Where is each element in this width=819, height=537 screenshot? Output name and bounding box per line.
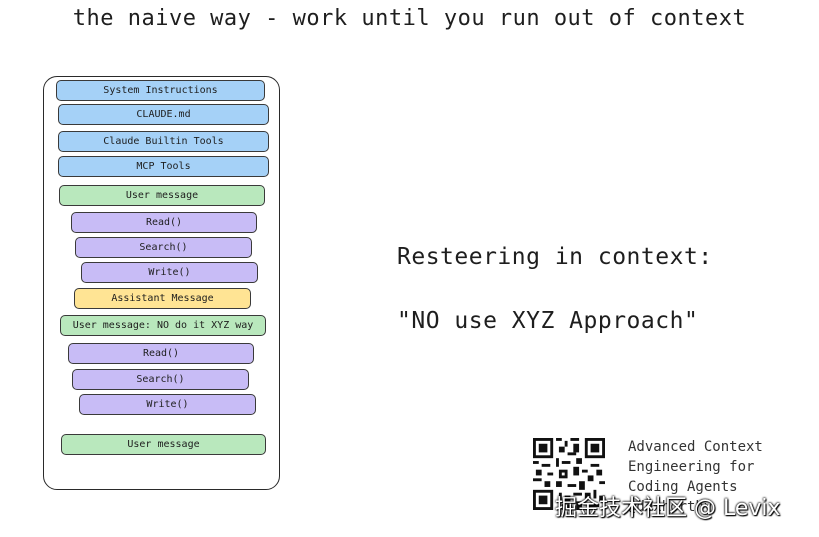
credit-line-4: @dexhorthy: [628, 499, 713, 515]
qr-code-icon: [533, 438, 605, 510]
context-block-user-message-final: User message: [61, 434, 266, 455]
context-block-read: Read(): [71, 212, 257, 233]
context-block-assistant-message: Assistant Message: [74, 288, 251, 309]
credit-text: Advanced Context Engineering for Coding …: [628, 437, 763, 517]
credit-line-3: Coding Agents: [628, 479, 738, 495]
resteering-quote: "NO use XYZ Approach": [397, 308, 699, 334]
context-block-claude-md: CLAUDE.md: [58, 104, 269, 125]
credit-line-2: Engineering for: [628, 459, 755, 475]
watermark-text: 掘金技术社区 @ Levix: [555, 496, 781, 521]
context-block-write: Write(): [81, 262, 258, 283]
diagram-title: the naive way - work until you run out o…: [72, 6, 747, 31]
context-block-search-2: Search(): [72, 369, 249, 390]
context-block-builtin-tools: Claude Builtin Tools: [58, 131, 269, 152]
context-window-frame: [43, 76, 280, 490]
context-block-user-correction: User message: NO do it XYZ way: [60, 315, 266, 336]
context-block-read-2: Read(): [68, 343, 254, 364]
context-block-user-message: User message: [59, 185, 265, 206]
context-block-system-instructions: System Instructions: [56, 80, 265, 101]
context-block-mcp-tools: MCP Tools: [58, 156, 269, 177]
context-block-search: Search(): [75, 237, 252, 258]
resteering-heading: Resteering in context:: [397, 244, 713, 270]
credit-line-1: Advanced Context: [628, 439, 763, 455]
context-block-write-2: Write(): [79, 394, 256, 415]
